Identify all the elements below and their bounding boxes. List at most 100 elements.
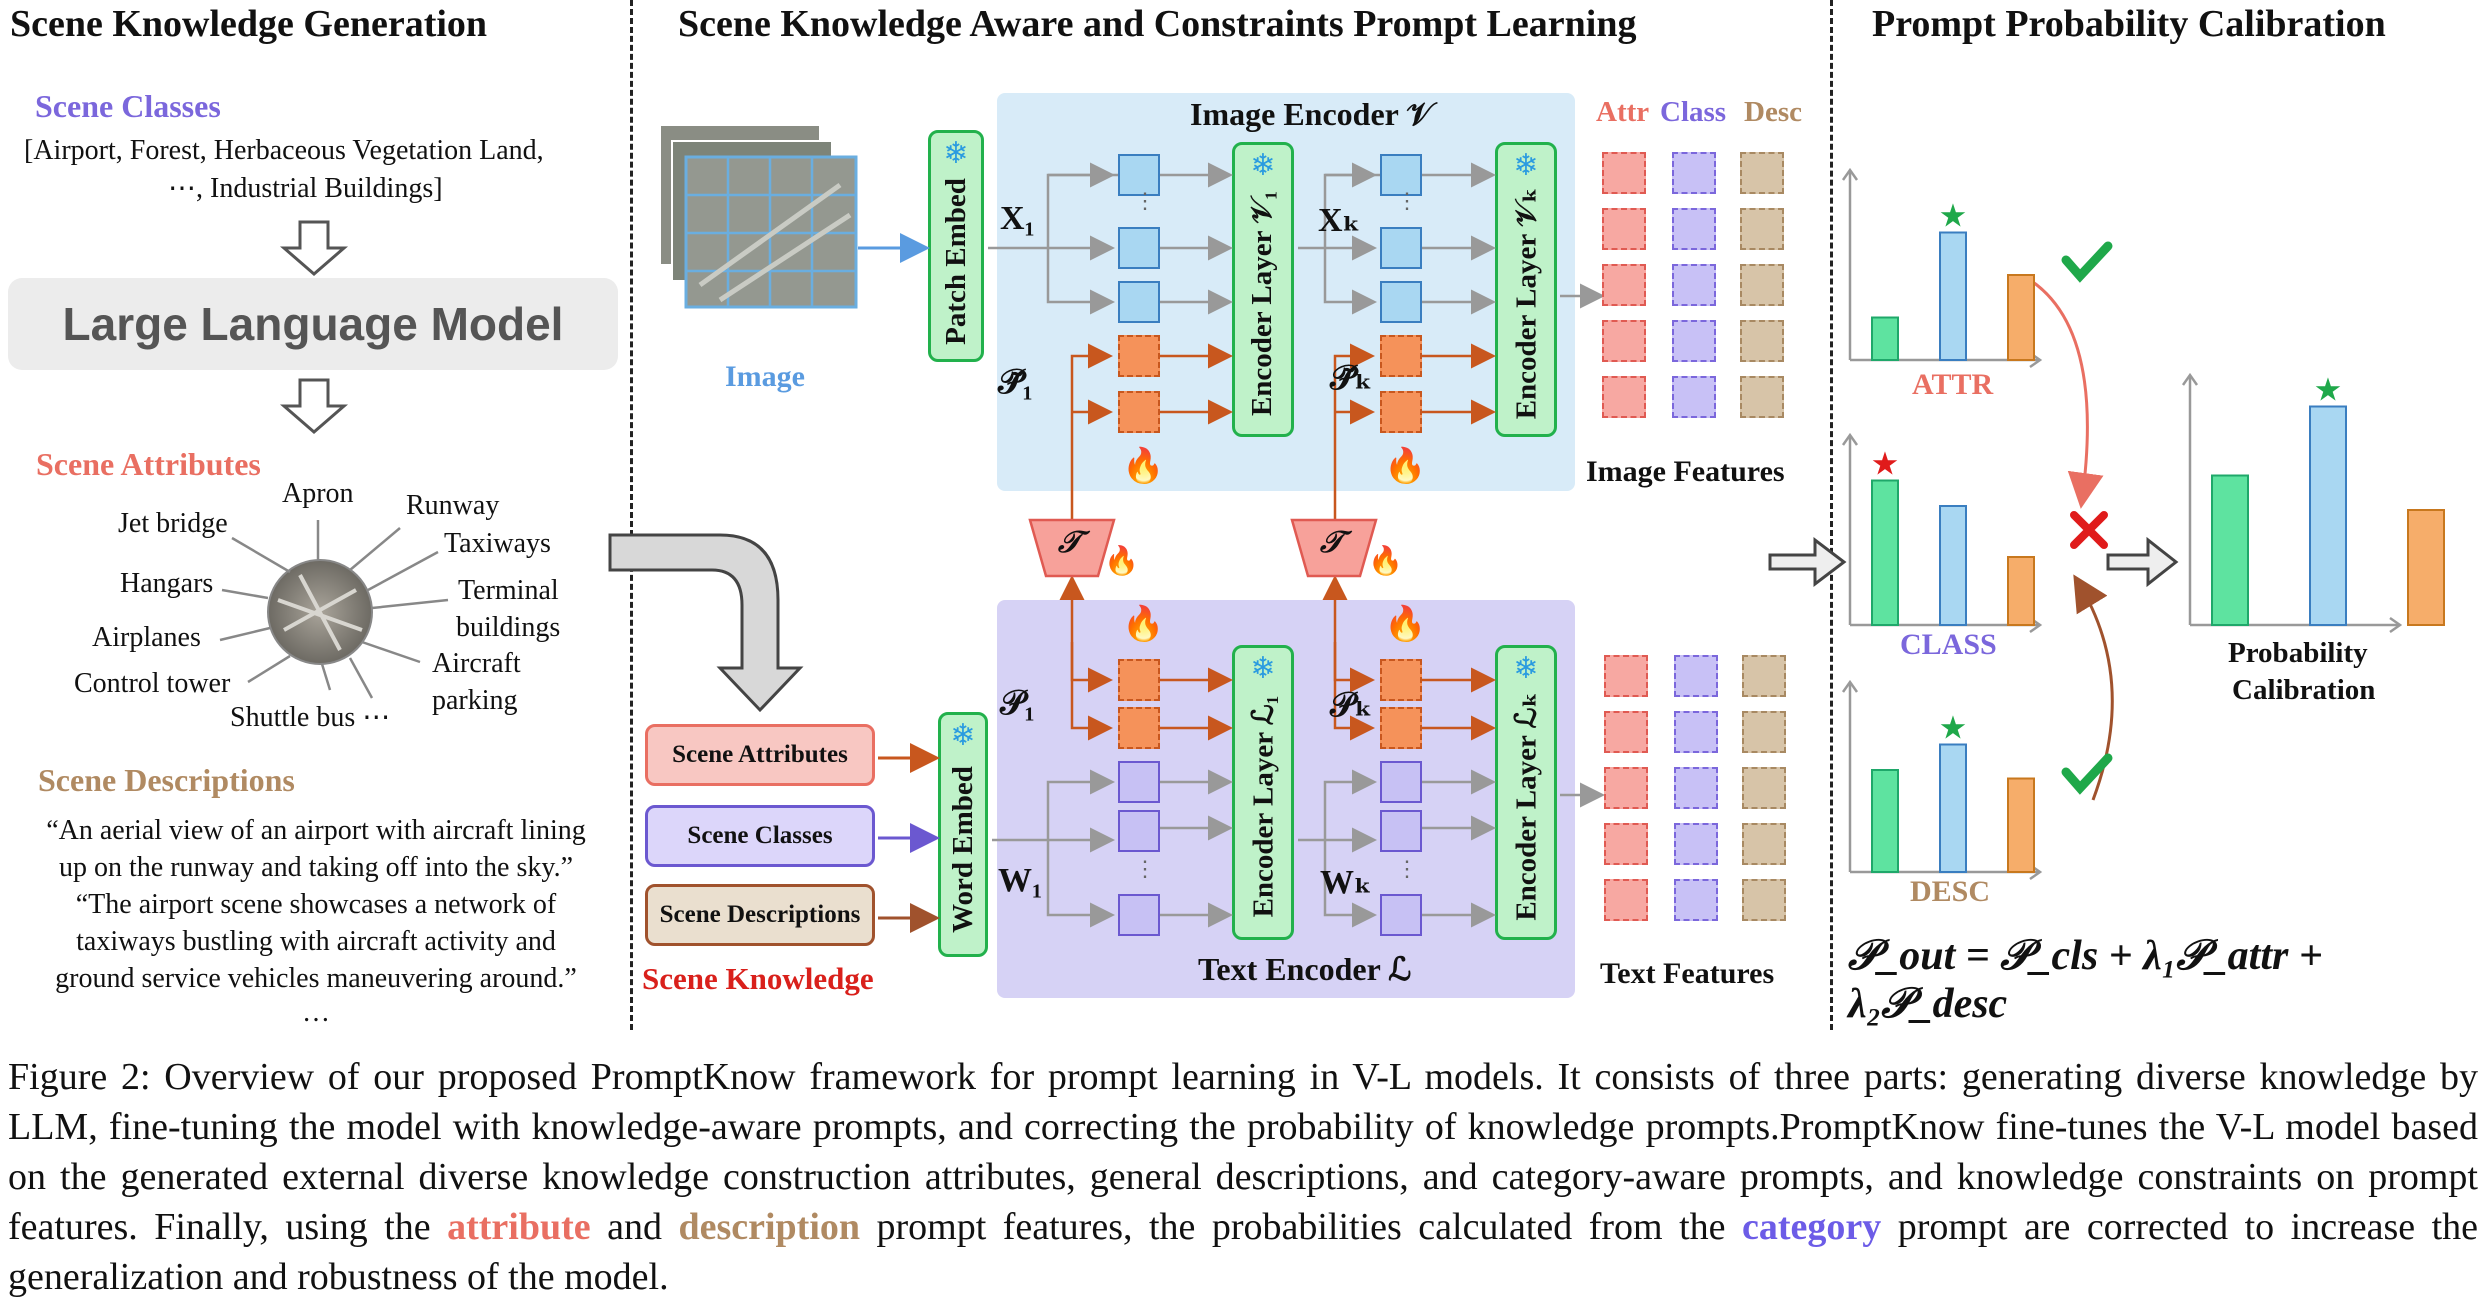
snowflake-icon: ❄ [943,137,969,170]
check-icon [2061,241,2113,283]
knowledge-box-classes: Scene Classes [645,805,875,867]
prompt-transform-tk [1290,518,1378,578]
probability-calibration-label-2: Calibration [2232,674,2376,706]
attribute-label: parking [432,685,518,716]
feature-cell-desc [1742,879,1786,921]
feature-cell-class [1672,320,1716,362]
visual-prompt-token [1380,335,1422,377]
attribute-label: buildings [456,612,561,643]
scene-attributes-title: Scene Attributes [36,446,261,482]
figure-caption: Figure 2: Overview of our proposed Promp… [8,1052,2478,1302]
feature-head-attr: Attr [1596,96,1650,128]
axis-arrow-icon [2389,616,2403,634]
knowledge-flow-arrow [608,533,804,713]
feature-cell-attr [1602,264,1646,306]
image-token [1380,281,1422,323]
axis-arrow-icon [2181,372,2199,386]
axis-arrow-icon [1841,167,1859,181]
feature-cell-class [1674,711,1718,753]
feature-cell-attr [1604,711,1648,753]
image-label: Image [725,360,805,393]
ellipsis-icon: ⋮ [1134,856,1156,881]
star-icon: ★ [1939,198,1968,234]
attribute-label: Control tower [74,668,231,699]
large-language-model-box: Large Language Model [8,278,618,370]
feature-cell-attr [1602,152,1646,194]
caption-attribute: attribute [447,1206,591,1248]
star-icon: ★ [1871,446,1900,482]
feature-cell-class [1672,208,1716,250]
text-encoder-title: Text Encoder ℒ [1198,951,1412,987]
bar-charts: ★★★★ [1841,167,2445,881]
text-token [1380,761,1422,803]
feature-cell-class [1674,767,1718,809]
encoder-layer-vk: ❄ Encoder Layer 𝒱ₖ [1495,142,1557,437]
text-features-label: Text Features [1600,957,1775,990]
description-line: “An aerial view of an airport with aircr… [46,815,586,846]
flow-arrow-icon [2106,536,2179,588]
attribute-label: Shuttle bus ⋯ [230,702,391,733]
feature-cell-attr [1604,655,1648,697]
bar [2407,509,2445,626]
calibration-formula: 𝒫_out = 𝒫_cls + λ₁𝒫_attr + λ₂𝒫_desc [1848,933,2323,1027]
symbol-xk: Xₖ [1318,202,1361,239]
text-token [1118,894,1160,936]
snowflake-icon: ❄ [950,719,976,752]
text-token [1118,810,1160,852]
caption-text-3: prompt are corrected to increase the gen… [8,1206,2479,1298]
down-arrow-icon [279,378,349,434]
bar [1871,479,1899,626]
scene-classes-line2: ⋯, Industrial Buildings] [168,173,443,204]
snowflake-icon: ❄ [1513,149,1539,182]
bar [1939,743,1967,873]
image-token [1118,154,1160,196]
separator-left [630,0,633,1030]
feature-cell-attr [1602,208,1646,250]
attribute-label: Runway [406,490,500,521]
calibration-graphics: ★★★★ [1768,167,2445,881]
bar [1939,505,1967,626]
symbol-pk-tilde: 𝒫̃ₖ [1330,360,1373,397]
feature-cell-class [1672,152,1716,194]
symbol-w1: W₁ [998,862,1043,899]
snowflake-icon: ❄ [1250,149,1276,182]
feature-cell-desc [1740,208,1784,250]
generation-graphics [219,220,449,699]
image-token [1380,154,1422,196]
fire-icon: 🔥 [1368,546,1403,577]
feature-cell-desc [1740,376,1784,418]
description-line: ground service vehicles maneuvering arou… [55,963,577,994]
attribute-label: Terminal [458,575,559,606]
feature-cell-attr [1604,879,1648,921]
axis-arrow-icon [1841,432,1859,446]
text-prompt-token [1380,707,1422,749]
attribute-label: Aircraft [432,648,521,679]
image-token [1118,227,1160,269]
feature-cell-attr [1602,376,1646,418]
attribute-label: Airplanes [92,622,201,653]
symbol-p1-tilde: 𝒫̃₁ [998,364,1033,401]
caption-and: and [590,1206,679,1248]
header-probability-calibration: Prompt Probability Calibration [1872,3,2386,45]
description-line: … [302,997,330,1028]
feature-cell-desc [1740,264,1784,306]
feature-head-desc: Desc [1744,96,1802,128]
fire-icon: 🔥 [1104,546,1139,577]
feature-cell-attr [1604,823,1648,865]
axis-arrow-icon [1841,679,1859,693]
feature-cell-desc [1742,711,1786,753]
visual-prompt-token [1118,391,1160,433]
scene-descriptions-title: Scene Descriptions [38,762,295,798]
text-token [1380,894,1422,936]
snowflake-icon: ❄ [1513,652,1539,685]
header-prompt-learning: Scene Knowledge Aware and Constraints Pr… [678,3,1637,45]
attribute-label: Taxiways [444,528,551,559]
encoder-layer-lk: ❄ Encoder Layer ℒₖ [1495,645,1557,940]
visual-prompt-token [1380,391,1422,433]
symbol-wk: Wₖ [1320,864,1372,901]
caption-category: category [1741,1206,1882,1248]
description-line: up on the runway and taking off into the… [58,852,573,883]
attribute-label: Hangars [120,568,214,599]
symbol-tk: 𝒯 [1320,526,1343,559]
attribute-label: Jet bridge [118,508,228,539]
